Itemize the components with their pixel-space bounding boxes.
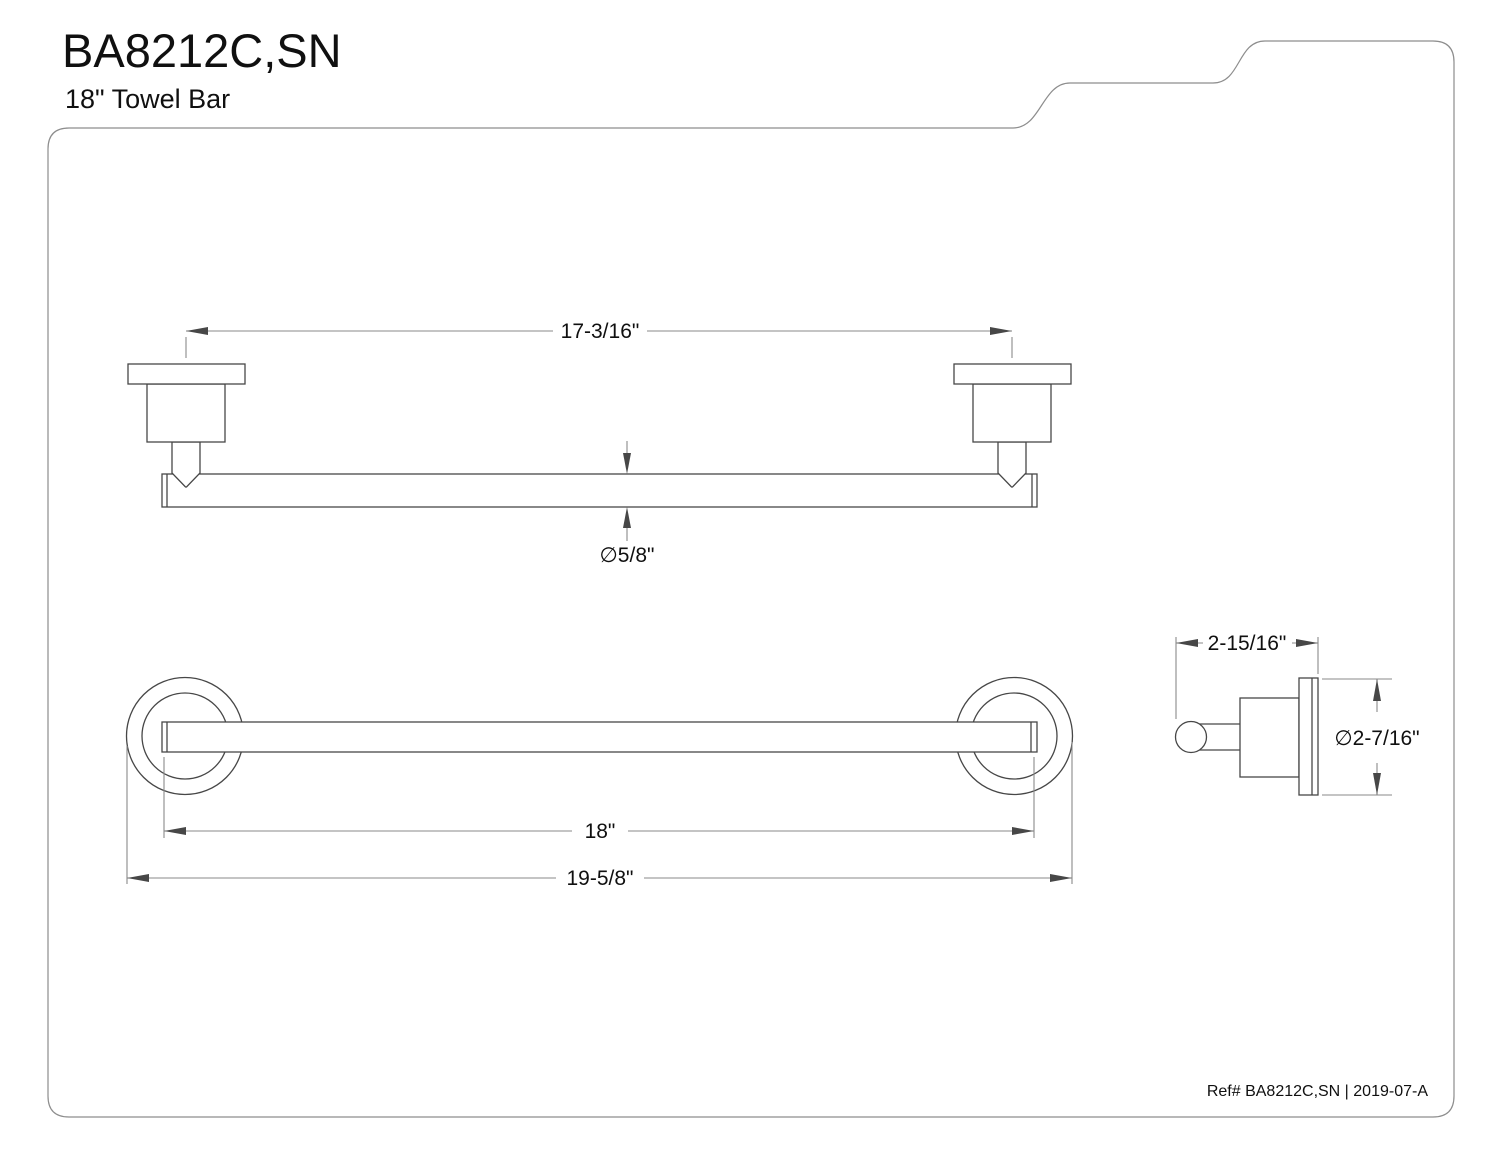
towel-bar-side — [161, 473, 1038, 508]
arrow-left-icon — [1176, 639, 1198, 647]
dim-label-post-projection: 2-15/16" — [1208, 632, 1287, 655]
product-description: 18" Towel Bar — [65, 84, 231, 114]
top-view — [127, 363, 1072, 508]
dim-flange-diameter: ∅2-7/16" — [1322, 678, 1420, 796]
right-post-body — [972, 383, 1052, 443]
left-post-body — [146, 383, 226, 443]
bar-end-circle — [1174, 720, 1208, 754]
model-number: BA8212C,SN — [62, 24, 342, 77]
dim-label-center-to-center: 17-3/16" — [561, 320, 640, 343]
left-post-flange — [127, 363, 246, 385]
arrow-down-icon — [1373, 773, 1381, 795]
arrow-left-icon — [186, 327, 208, 335]
right-post-flange — [953, 363, 1072, 385]
arrow-down-icon — [623, 453, 631, 474]
arrow-right-icon — [1012, 827, 1034, 835]
reference-number: Ref# BA8212C,SN | 2019-07-A — [1207, 1083, 1429, 1100]
dim-label-bar-length: 18" — [585, 820, 616, 843]
dim-label-flange-diameter: ∅2-7/16" — [1334, 727, 1419, 750]
arrow-right-icon — [990, 327, 1012, 335]
arrow-up-icon — [1373, 679, 1381, 701]
dim-label-overall-length: 19-5/8" — [567, 867, 634, 890]
arrow-right-icon — [1296, 639, 1318, 647]
post-flange-side — [1298, 677, 1319, 796]
dim-center-to-center: 17-3/16" — [185, 320, 1013, 358]
arrow-up-icon — [623, 507, 631, 528]
arrow-left-icon — [127, 874, 149, 882]
arrow-right-icon — [1050, 874, 1072, 882]
end-view — [1174, 677, 1319, 796]
front-view — [125, 676, 1074, 796]
post-body-side — [1239, 697, 1300, 778]
right-post-stem — [997, 441, 1027, 488]
towel-bar-front — [161, 721, 1038, 753]
dim-post-projection: 2-15/16" — [1175, 632, 1319, 719]
sheet-border — [47, 40, 1455, 1118]
dim-bar-length: 18" — [163, 757, 1035, 843]
dim-overall-length: 19-5/8" — [126, 742, 1073, 890]
dim-bar-diameter: ∅5/8" — [600, 441, 655, 567]
arrow-left-icon — [164, 827, 186, 835]
dim-label-bar-diameter: ∅5/8" — [600, 544, 655, 567]
left-post-stem — [171, 441, 201, 488]
